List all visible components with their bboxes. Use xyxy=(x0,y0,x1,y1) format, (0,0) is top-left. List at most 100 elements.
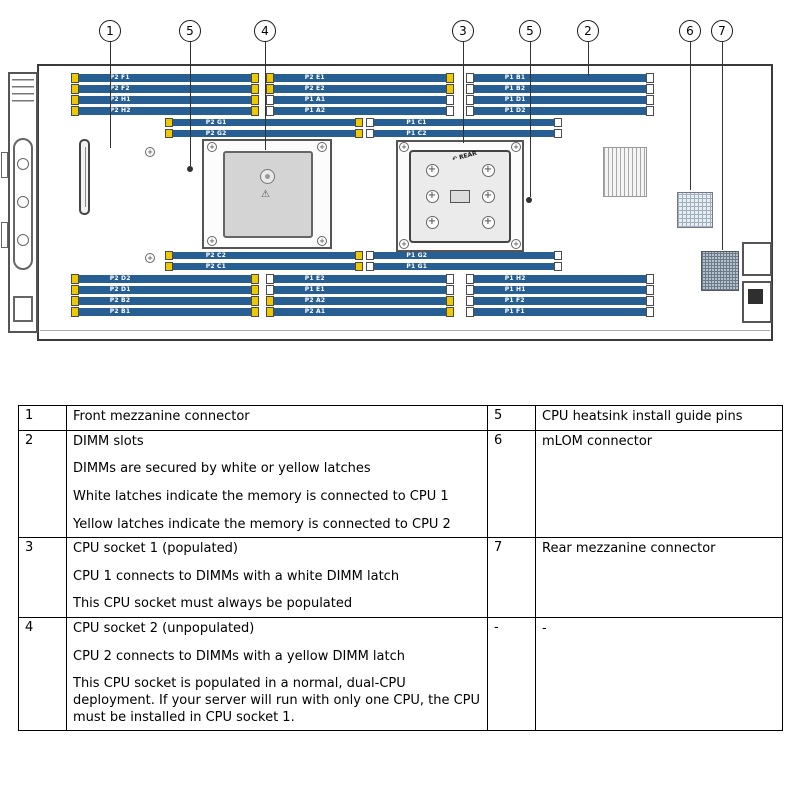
cpu2-socket-cover xyxy=(223,151,313,238)
dimm-latch xyxy=(71,73,79,83)
dimm-label: P1 F1 xyxy=(504,308,525,315)
callout-line xyxy=(109,42,111,148)
dimm-latch xyxy=(251,95,259,105)
dimm-label: P2 C2 xyxy=(205,251,227,259)
front-panel-vent xyxy=(12,79,34,107)
dimm-latch xyxy=(646,84,654,94)
dimm-latch xyxy=(266,106,274,116)
dimm-latch xyxy=(466,84,474,94)
dimm-slot-p1-c1: P1 C1 xyxy=(366,118,562,127)
dimm-latch xyxy=(366,118,374,127)
dimm-latch xyxy=(251,73,259,83)
dimm-latch xyxy=(446,296,454,306)
table-row: 2 DIMM slots DIMMs are secured by white … xyxy=(18,429,783,539)
dimm-slot-p1-f2: P1 F2 xyxy=(466,296,654,306)
mlom-connector xyxy=(677,192,713,228)
description-text: This CPU socket must always be populated xyxy=(73,596,353,612)
dimm-slot-p1-a1: P1 A1 xyxy=(266,95,454,105)
table-row: 4 CPU socket 2 (unpopulated) CPU 2 conne… xyxy=(18,616,783,732)
dimm-latch xyxy=(466,274,474,284)
description-text: Yellow latches indicate the memory is co… xyxy=(73,516,451,532)
dimm-label: P2 E2 xyxy=(304,85,325,92)
warning-icon: ⚠ xyxy=(261,189,270,200)
screw-hole: + xyxy=(511,239,521,249)
screw-hole: + xyxy=(145,253,155,263)
dimm-label: P2 B2 xyxy=(109,297,131,304)
callout-line xyxy=(529,42,531,197)
description-text: mLOM connector xyxy=(542,433,653,449)
dimm-slot-p1-a2: P1 A2 xyxy=(266,106,454,116)
dimm-latch xyxy=(251,307,259,317)
screw-hole: + xyxy=(317,142,327,152)
screw-hole: + xyxy=(317,236,327,246)
callout-number-cell: 4 xyxy=(18,616,67,732)
cpu2-cover-ring xyxy=(260,169,275,184)
dimm-latch xyxy=(466,285,474,295)
dimm-latch xyxy=(446,274,454,284)
description-text: CPU socket 1 (populated) xyxy=(73,541,238,557)
dimm-latch xyxy=(446,73,454,83)
description-cell: DIMM slots DIMMs are secured by white or… xyxy=(66,429,488,539)
description-text: White latches indicate the memory is con… xyxy=(73,488,449,504)
right-edge-connector-lower xyxy=(742,281,772,323)
dimm-slot-p1-b2: P1 B2 xyxy=(466,84,654,94)
dimm-latch xyxy=(266,95,274,105)
dimm-slot-p2-b1: P2 B1 xyxy=(71,307,259,317)
dimm-latch xyxy=(554,251,562,260)
dimm-latch xyxy=(646,95,654,105)
dimm-latch xyxy=(71,274,79,284)
dimm-slot-p2-g2: P2 G2 xyxy=(165,129,363,138)
dimm-latch xyxy=(446,106,454,116)
dimm-latch xyxy=(646,307,654,317)
dimm-slot-p2-e1: P2 E1 xyxy=(266,73,454,83)
dimm-latch xyxy=(554,118,562,127)
dimm-latch xyxy=(266,73,274,83)
screw-hole: + xyxy=(399,239,409,249)
description-text: CPU socket 2 (unpopulated) xyxy=(73,621,255,636)
dimm-slot-p2-d2: P2 D2 xyxy=(71,274,259,284)
heatsink-fins xyxy=(603,147,647,197)
dimm-slot-p2-g1: P2 G1 xyxy=(165,118,363,127)
dimm-label: P2 A2 xyxy=(304,297,326,304)
dimm-slot-p2-a1: P2 A1 xyxy=(266,307,454,317)
description-cell: - xyxy=(535,616,783,732)
dimm-latch xyxy=(266,84,274,94)
dimm-slot-p2-h2: P2 H2 xyxy=(71,106,259,116)
dimm-slot-p1-e1: P1 E1 xyxy=(266,285,454,295)
dimm-latch xyxy=(366,129,374,138)
dimm-label: P2 C1 xyxy=(205,262,227,270)
dimm-latch xyxy=(466,95,474,105)
dimm-slot-p2-c1: P2 C1 xyxy=(165,262,363,271)
dimm-latch xyxy=(165,251,173,260)
description-text: CPU 2 connects to DIMMs with a yellow DI… xyxy=(73,648,405,664)
dimm-slot-p1-f1: P1 F1 xyxy=(466,307,654,317)
front-panel-led xyxy=(17,234,29,246)
dimm-latch xyxy=(165,118,173,127)
dimm-slot-p2-f1: P2 F1 xyxy=(71,73,259,83)
callout-4: 4 xyxy=(254,20,276,42)
callout-6: 6 xyxy=(679,20,701,42)
board-edge-line xyxy=(40,330,770,331)
callout-number-cell: 6 xyxy=(487,429,536,539)
dimm-latch xyxy=(251,274,259,284)
description-cell: CPU heatsink install guide pins xyxy=(535,405,783,431)
screw-hole: + xyxy=(511,142,521,152)
screw-hole: + xyxy=(207,236,217,246)
description-cell: CPU socket 2 (unpopulated) CPU 2 connect… xyxy=(66,616,488,732)
dimm-slot-p2-c2: P2 C2 xyxy=(165,251,363,260)
dimm-latch xyxy=(266,285,274,295)
dimm-latch xyxy=(446,307,454,317)
dimm-slot-p2-d1: P2 D1 xyxy=(71,285,259,295)
screw-hole: + xyxy=(425,215,439,229)
dimm-latch xyxy=(71,106,79,116)
description-text: Rear mezzanine connector xyxy=(542,541,716,557)
dimm-latch xyxy=(466,296,474,306)
dimm-latch xyxy=(266,274,274,284)
description-text: DIMMs are secured by white or yellow lat… xyxy=(73,461,371,477)
dimm-label: P1 H2 xyxy=(504,275,526,282)
screw-hole: + xyxy=(399,142,409,152)
screw-hole: + xyxy=(481,215,495,229)
description-text: CPU heatsink install guide pins xyxy=(542,409,743,424)
